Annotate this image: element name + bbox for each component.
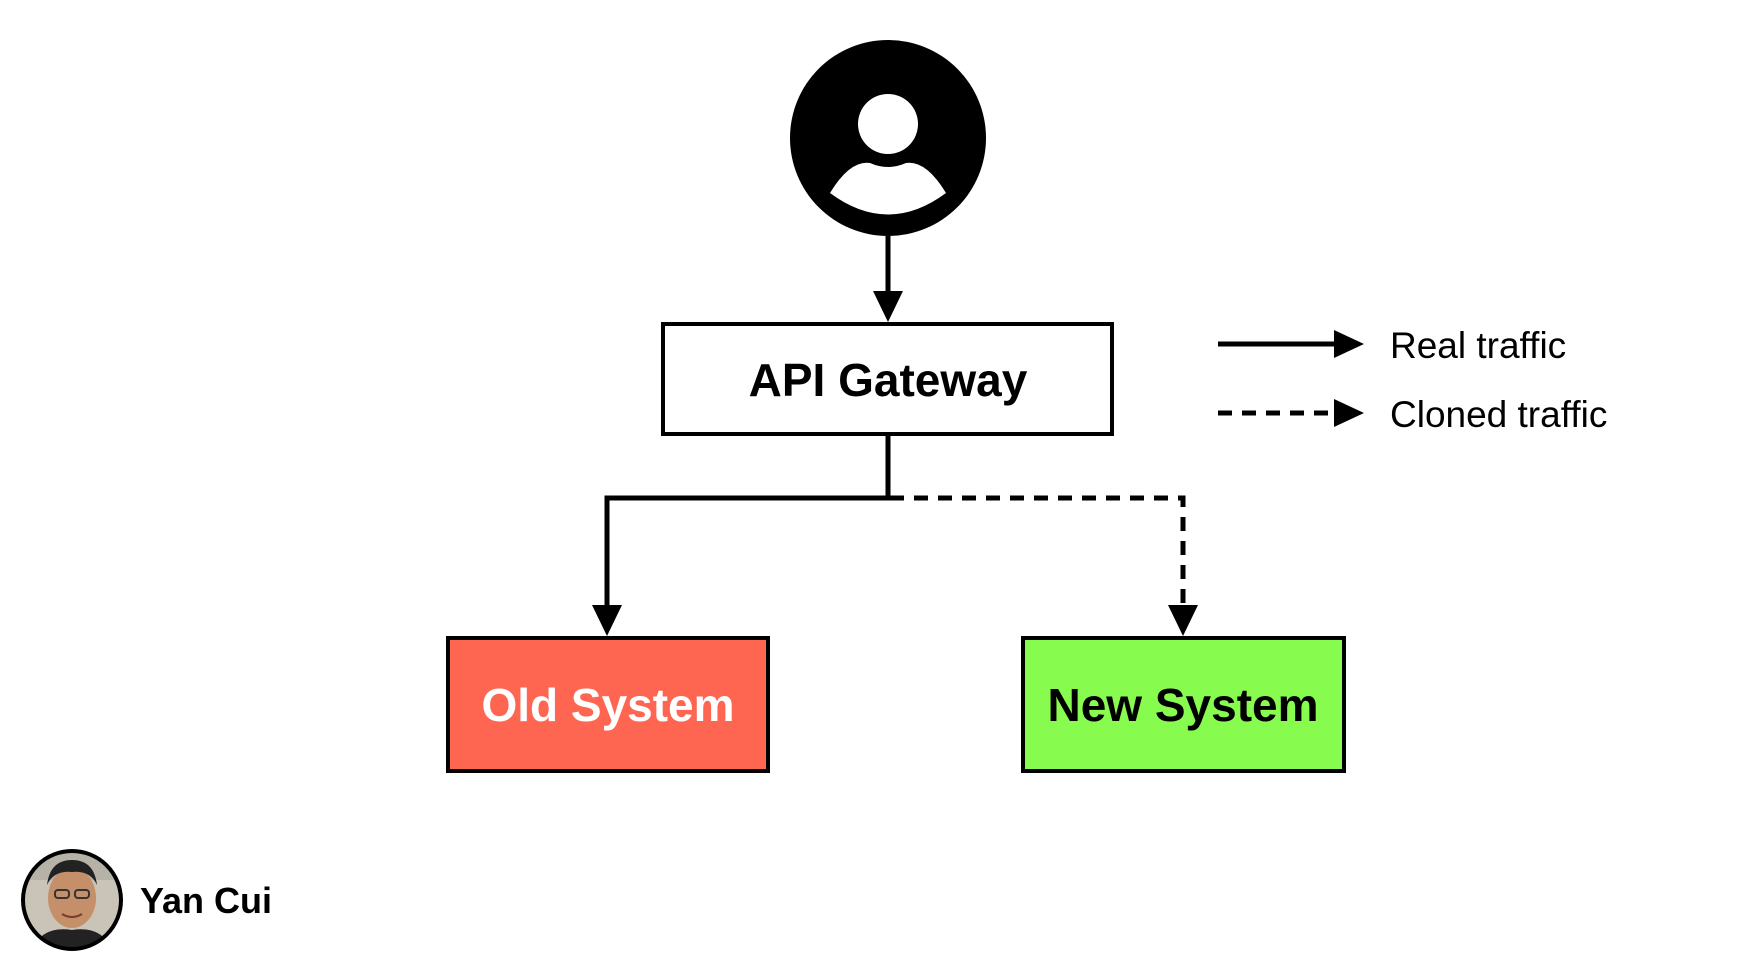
- author-avatar: [24, 852, 120, 948]
- legend-real-traffic: Real traffic: [1218, 325, 1566, 366]
- legend: Real traffic Cloned traffic: [1218, 325, 1607, 435]
- real-traffic-path: [592, 434, 891, 636]
- new-system-node: New System: [1021, 636, 1346, 773]
- cloned-traffic-path: [890, 495, 1198, 636]
- user-icon: [790, 40, 986, 236]
- old-system-label: Old System: [481, 679, 734, 731]
- author-name: Yan Cui: [140, 880, 272, 921]
- legend-cloned-label: Cloned traffic: [1390, 394, 1607, 435]
- old-system-node: Old System: [446, 636, 770, 773]
- api-gateway-label: API Gateway: [749, 354, 1028, 406]
- new-system-label: New System: [1047, 679, 1318, 731]
- legend-real-label: Real traffic: [1390, 325, 1566, 366]
- legend-cloned-traffic: Cloned traffic: [1218, 394, 1607, 435]
- api-gateway-node: API Gateway: [661, 322, 1114, 436]
- user-to-gateway-arrow: [873, 236, 903, 322]
- author: Yan Cui: [21, 849, 272, 951]
